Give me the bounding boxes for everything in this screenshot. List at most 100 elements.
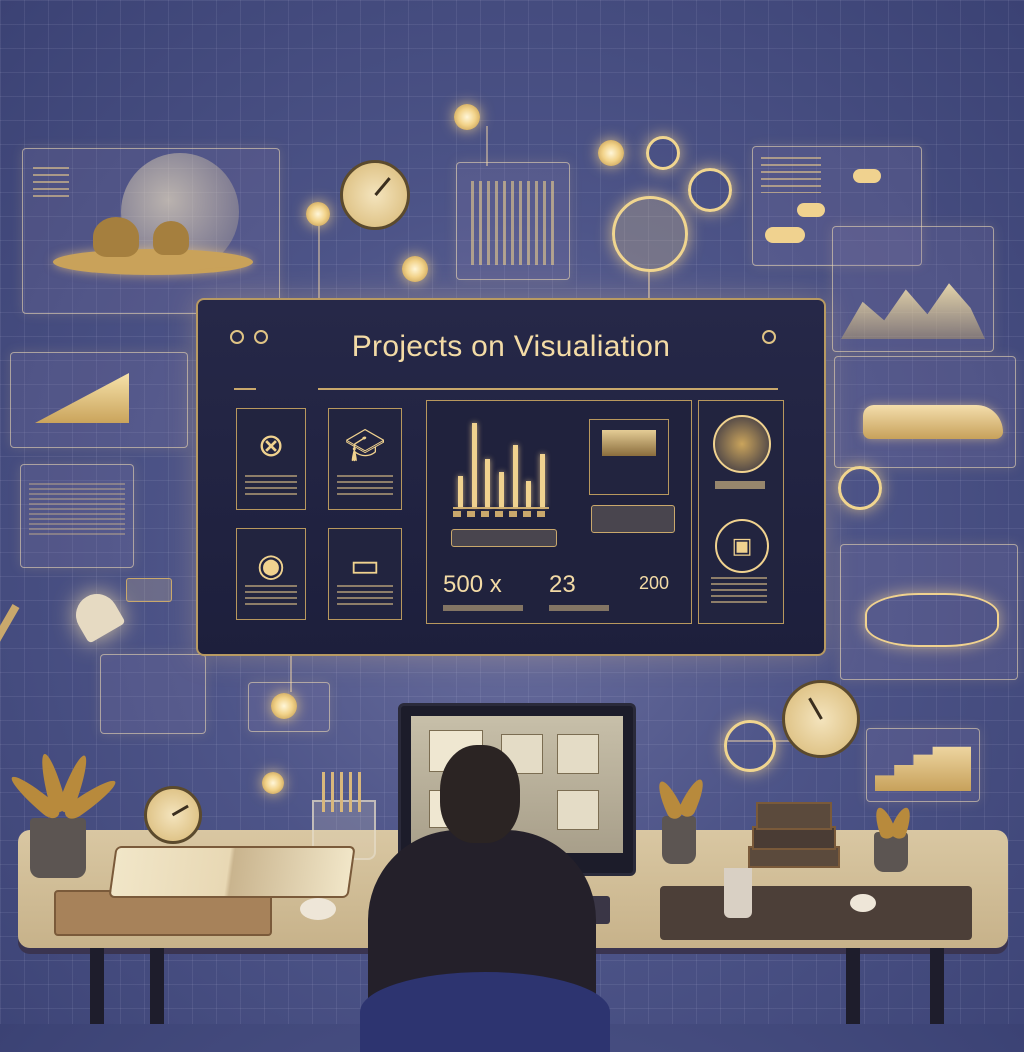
title-divider <box>318 388 778 390</box>
project-card-education[interactable]: 🎓︎ <box>328 408 402 510</box>
plant-pot <box>662 816 696 864</box>
cloud-panel <box>752 146 922 266</box>
glow-node <box>454 104 480 130</box>
stat-value-3: 200 <box>639 573 670 593</box>
chart-section: 500 x 23 200 <box>426 400 692 624</box>
person-head <box>440 745 520 843</box>
project-card-book[interactable]: ▭ <box>328 528 402 620</box>
card-text-lines <box>715 481 765 489</box>
floating-gauge <box>612 196 688 272</box>
glow-node <box>262 772 284 794</box>
plant-pot <box>874 832 908 872</box>
visualization-dashboard: Projects on Visualiation ⊗ 🎓︎ ◉ ▭ 500 x … <box>196 298 826 656</box>
connector-line <box>648 270 650 300</box>
car-image <box>863 405 1003 439</box>
stat-value-1: 500 x <box>443 571 502 598</box>
desk-leg <box>930 948 944 1024</box>
glow-node <box>598 140 624 166</box>
landscape-panel <box>22 148 280 314</box>
screen-window <box>557 790 599 830</box>
mini-bars <box>471 181 555 265</box>
toggle-panel <box>248 682 330 732</box>
media-control-pill[interactable] <box>591 505 675 533</box>
stat-caption <box>443 605 523 611</box>
stat-value-2: 23 <box>549 571 576 598</box>
book-stack-right <box>756 802 832 830</box>
graduation-cap-icon: 🎓︎ <box>344 427 386 463</box>
glow-ring <box>838 466 882 510</box>
clock-hand <box>171 804 189 817</box>
connector-line <box>290 652 292 692</box>
close-icon: ⊗ <box>257 427 285 463</box>
stat-caption <box>549 605 609 611</box>
title-divider-short <box>234 388 256 390</box>
chart-legend <box>453 511 549 517</box>
chart-bar <box>457 476 463 507</box>
bar-chart <box>453 419 549 509</box>
growth-area <box>35 373 129 423</box>
chart-bar <box>512 445 518 507</box>
floating-clock-right <box>782 680 860 758</box>
project-card-record[interactable]: ◉ <box>236 528 306 620</box>
island-image <box>53 249 253 275</box>
card-text-lines <box>245 475 297 499</box>
window-control-dot[interactable] <box>230 330 244 344</box>
panel-text-lines <box>33 167 69 197</box>
cloud-icon <box>853 169 881 183</box>
tree-shape <box>93 217 139 257</box>
open-book-icon: ▭ <box>349 547 381 583</box>
cloud-icon <box>765 227 805 243</box>
glow-ring <box>724 720 776 772</box>
glow-ring <box>646 136 680 170</box>
chart-bar <box>471 423 477 507</box>
desk-leg <box>90 948 104 1024</box>
notebook <box>660 886 972 940</box>
toggle-knob <box>271 693 297 719</box>
cloud-icon <box>797 203 825 217</box>
image-thumbnail <box>589 419 669 495</box>
globe-icon[interactable] <box>713 415 771 473</box>
tree-shape <box>153 221 189 255</box>
hologram-car <box>865 593 999 647</box>
car-hologram-panel <box>840 544 1018 680</box>
laptop-panel <box>100 654 206 734</box>
bar-chart-panel-right <box>866 728 980 802</box>
card-text-lines <box>245 585 297 609</box>
project-card-cancel[interactable]: ⊗ <box>236 408 306 510</box>
dashboard-title: Projects on Visualiation <box>351 330 671 363</box>
step-bars <box>875 746 971 791</box>
chart-label-pill[interactable] <box>451 529 557 547</box>
chart-bar <box>499 471 504 507</box>
desk-leg <box>150 948 164 1024</box>
card-text-lines <box>711 577 767 607</box>
office-chair <box>360 972 610 1052</box>
image-panel <box>20 464 134 568</box>
sketch-image <box>29 483 125 535</box>
floating-tag[interactable] <box>126 578 172 602</box>
pencils <box>322 772 362 812</box>
window-control-dot[interactable] <box>762 330 776 344</box>
connector-line <box>318 214 320 300</box>
window-control-dot[interactable] <box>254 330 268 344</box>
bar-chart-panel <box>456 162 570 280</box>
plant-pot <box>30 818 86 878</box>
glow-node <box>402 256 428 282</box>
coffee-mug <box>724 868 752 918</box>
desk-clock <box>144 786 202 844</box>
chart-bar <box>540 454 546 507</box>
mountain-chart-panel <box>832 226 994 352</box>
open-book <box>108 846 356 898</box>
glow-node <box>306 202 330 226</box>
desk-leg <box>846 948 860 1024</box>
clock-hand <box>374 177 391 196</box>
thumbnail-image <box>602 430 656 456</box>
mouse <box>850 894 876 912</box>
glow-ring <box>688 168 732 212</box>
screen-window <box>557 734 599 774</box>
clock-hand <box>808 697 823 720</box>
lock-icon[interactable]: ▣ <box>715 519 769 573</box>
mountain-shape <box>841 283 985 339</box>
mouse <box>300 898 336 920</box>
chart-bar <box>485 458 491 507</box>
connector-line <box>486 126 488 166</box>
